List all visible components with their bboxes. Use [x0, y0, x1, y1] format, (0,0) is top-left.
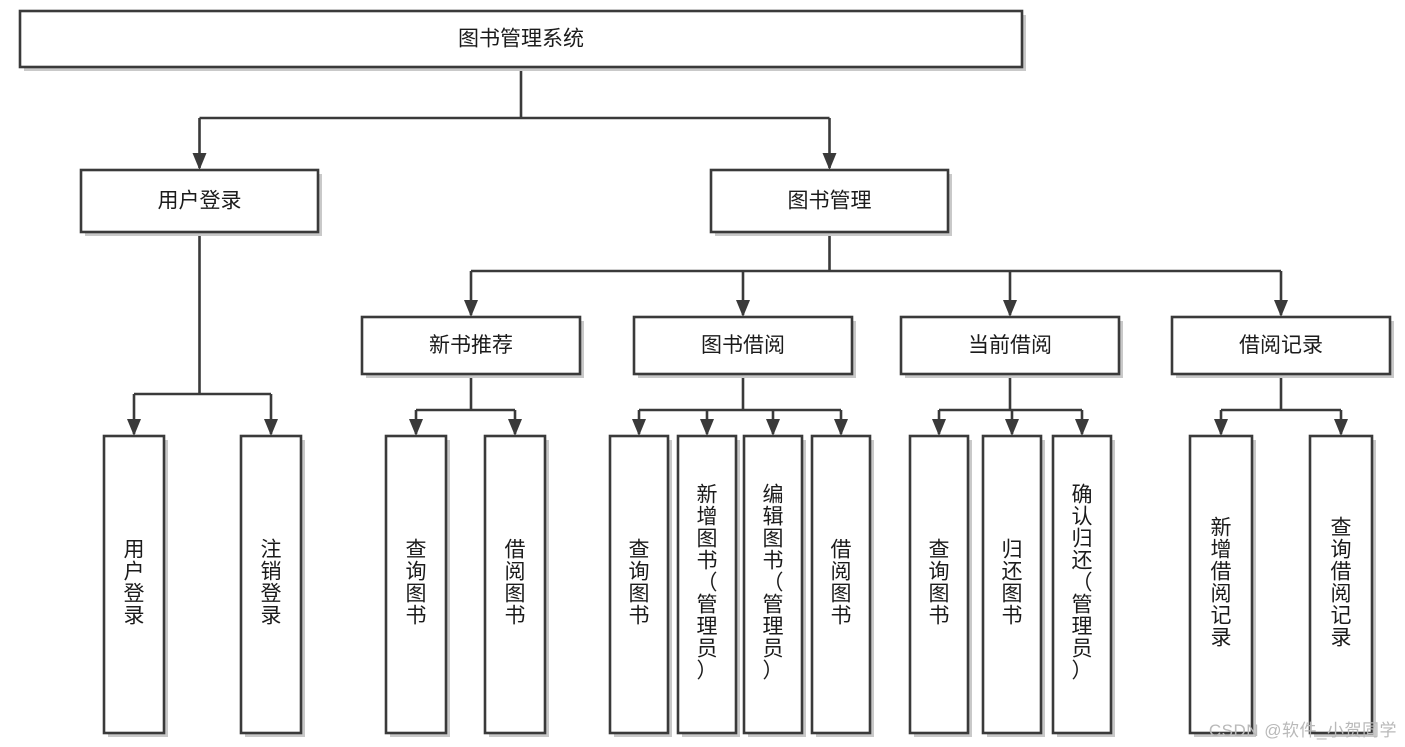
node-label: 确认归还（管理员）: [1072, 484, 1093, 683]
node-leaf-borrow-book-new[interactable]: 借阅图书: [483, 434, 549, 737]
node-label: 借阅图书: [831, 539, 852, 628]
node-label: 编辑图书（管理员）: [763, 484, 784, 683]
node-leaf-query-borrow-record[interactable]: 查询借阅记录: [1308, 434, 1376, 737]
arrow-head-icon: [700, 419, 714, 436]
node-label: 借阅图书: [505, 539, 526, 628]
node-leaf-add-borrow-record[interactable]: 新增借阅记录: [1188, 434, 1256, 737]
arrow-head-icon: [834, 419, 848, 436]
node-new-book-recommend[interactable]: 新书推荐: [360, 315, 584, 378]
arrow-head-icon: [127, 419, 141, 436]
node-leaf-query-book-new[interactable]: 查询图书: [384, 434, 450, 737]
node-current-borrow[interactable]: 当前借阅: [899, 315, 1123, 378]
node-box[interactable]: [632, 315, 854, 376]
node-box[interactable]: [102, 434, 166, 735]
node-box[interactable]: [384, 434, 448, 735]
connector-group: [409, 374, 522, 436]
node-box[interactable]: [981, 434, 1043, 735]
connector-group: [192, 67, 837, 170]
node-leaf-user-login[interactable]: 用户登录: [102, 434, 168, 737]
node-box[interactable]: [608, 434, 670, 735]
arrow-head-icon: [464, 300, 478, 317]
arrow-head-icon: [1003, 300, 1017, 317]
connectors-layer: [127, 67, 1348, 436]
arrow-head-icon: [409, 419, 423, 436]
connector-group: [464, 232, 1288, 317]
node-box[interactable]: [483, 434, 547, 735]
node-label: 当前借阅: [968, 334, 1052, 357]
arrow-head-icon: [932, 419, 946, 436]
node-label: 图书管理系统: [458, 28, 584, 51]
arrow-head-icon: [766, 419, 780, 436]
node-box[interactable]: [1170, 315, 1392, 376]
arrow-head-icon: [1075, 419, 1089, 436]
arrow-head-icon: [508, 419, 522, 436]
node-box[interactable]: [239, 434, 303, 735]
node-box[interactable]: [79, 168, 320, 234]
arrow-head-icon: [1334, 419, 1348, 436]
node-leaf-borrow-book[interactable]: 借阅图书: [810, 434, 874, 737]
node-root-root[interactable]: 图书管理系统: [18, 9, 1026, 71]
connector-group: [127, 232, 278, 436]
node-user-login[interactable]: 用户登录: [79, 168, 322, 236]
arrow-head-icon: [1214, 419, 1228, 436]
node-leaf-query-book-current[interactable]: 查询图书: [908, 434, 972, 737]
node-label: 用户登录: [158, 190, 242, 213]
node-leaf-add-book-admin[interactable]: 新增图书（管理员）: [676, 434, 740, 737]
connector-group: [932, 374, 1089, 436]
node-borrow-record[interactable]: 借阅记录: [1170, 315, 1394, 378]
node-label: 图书管理: [788, 190, 872, 213]
arrow-head-icon: [632, 419, 646, 436]
arrow-head-icon: [822, 153, 837, 170]
node-box[interactable]: [709, 168, 950, 234]
connector-group: [632, 374, 848, 436]
node-box[interactable]: [742, 434, 804, 735]
node-box[interactable]: [360, 315, 582, 376]
node-box[interactable]: [1308, 434, 1374, 735]
arrow-head-icon: [192, 153, 207, 170]
node-box[interactable]: [1188, 434, 1254, 735]
node-book-management[interactable]: 图书管理: [709, 168, 952, 236]
arrow-head-icon: [1274, 300, 1288, 317]
arrow-head-icon: [264, 419, 278, 436]
arrow-head-icon: [736, 300, 750, 317]
node-leaf-query-book-borrow[interactable]: 查询图书: [608, 434, 672, 737]
node-box[interactable]: [676, 434, 738, 735]
node-label: 查询图书: [406, 539, 427, 628]
node-label: 新书推荐: [429, 334, 513, 357]
arrow-head-icon: [1005, 419, 1019, 436]
node-box[interactable]: [908, 434, 970, 735]
node-box[interactable]: [18, 9, 1024, 69]
connector-group: [1214, 374, 1348, 436]
node-leaf-return-book[interactable]: 归还图书: [981, 434, 1045, 737]
node-leaf-logout-login[interactable]: 注销登录: [239, 434, 305, 737]
node-book-borrow[interactable]: 图书借阅: [632, 315, 856, 378]
nodes-layer: 图书管理系统用户登录图书管理新书推荐图书借阅当前借阅借阅记录用户登录注销登录查询…: [18, 9, 1394, 737]
node-label: 注销登录: [261, 539, 282, 628]
node-label: 查询图书: [629, 539, 650, 628]
node-leaf-edit-book-admin[interactable]: 编辑图书（管理员）: [742, 434, 806, 737]
node-label: 图书借阅: [701, 334, 785, 357]
node-leaf-confirm-return-admin[interactable]: 确认归还（管理员）: [1051, 434, 1115, 737]
node-label: 查询图书: [929, 539, 950, 628]
node-label: 查询借阅记录: [1331, 517, 1352, 650]
node-label: 借阅记录: [1239, 334, 1323, 357]
node-box[interactable]: [810, 434, 872, 735]
node-box[interactable]: [899, 315, 1121, 376]
node-box[interactable]: [1051, 434, 1113, 735]
node-label: 归还图书: [1002, 539, 1023, 628]
node-label: 新增借阅记录: [1211, 517, 1232, 650]
node-label: 用户登录: [124, 539, 145, 628]
node-label: 新增图书（管理员）: [697, 484, 718, 683]
